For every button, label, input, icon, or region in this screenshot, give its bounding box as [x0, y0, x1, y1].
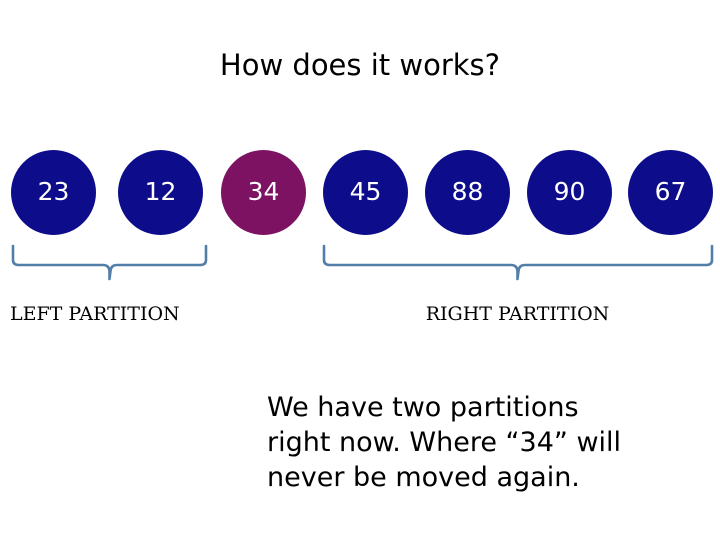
page-title: How does it works? [219, 48, 501, 82]
array-node-4[interactable]: 88 [425, 150, 510, 235]
array-node-3[interactable]: 45 [323, 150, 408, 235]
array-node-value: 88 [451, 177, 484, 206]
array-node-1[interactable]: 12 [118, 150, 203, 235]
array-node-value: 67 [654, 177, 687, 206]
right-partition-brace-icon [322, 244, 714, 282]
explanation-line-2: right now. Where “34” will [267, 427, 622, 458]
array-node-row: 23 12 34 45 88 90 67 [0, 150, 720, 240]
left-partition-brace-icon [11, 244, 208, 282]
array-node-6[interactable]: 67 [628, 150, 713, 235]
array-node-2-pivot[interactable]: 34 [221, 150, 306, 235]
array-node-value: 90 [553, 177, 586, 206]
left-partition-label: LEFT PARTITION [10, 303, 180, 325]
explanation-text-block: We have two partitions right now. Where … [267, 390, 707, 495]
explanation-line-1: We have two partitions [267, 392, 579, 423]
explanation-line-3: never be moved again. [267, 462, 580, 493]
array-node-value: 45 [349, 177, 382, 206]
right-partition-label: RIGHT PARTITION [425, 303, 610, 325]
array-node-value: 23 [37, 177, 70, 206]
array-node-value: 12 [144, 177, 177, 206]
array-node-0[interactable]: 23 [11, 150, 96, 235]
array-node-value: 34 [247, 177, 280, 206]
array-node-5[interactable]: 90 [527, 150, 612, 235]
